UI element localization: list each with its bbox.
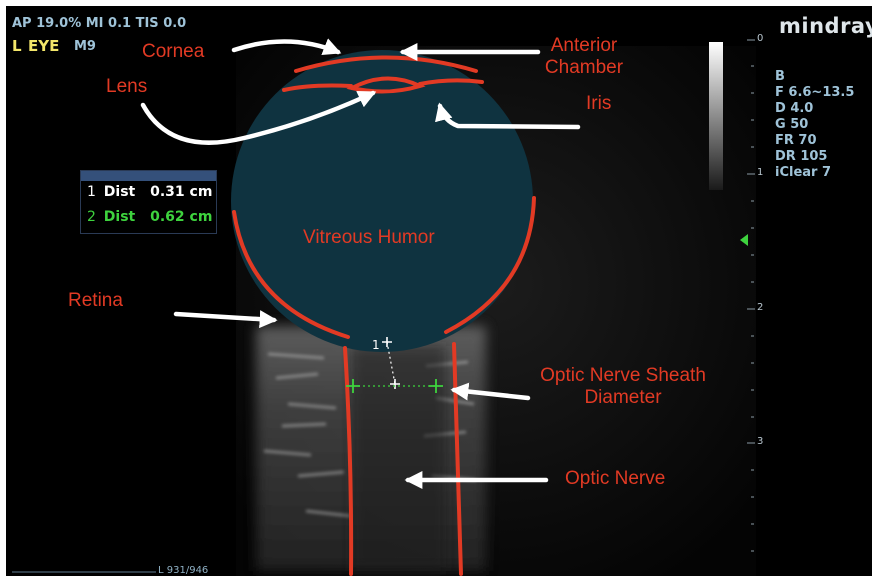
caliper-1-label: 1 [372,338,380,352]
param-frame-rate: FR 70 [775,133,854,149]
measurement-1-value: 0.31 cm [150,184,212,200]
measurement-panel-header [81,171,216,181]
measurement-2: 2 Dist 0.62 cm [87,209,212,225]
param-iclear: iClear 7 [775,165,854,181]
acoustic-output: AP 19.0% MI 0.1 TIS 0.0 [12,16,186,31]
globe-overlay [231,50,533,352]
preset-name: EYE [28,37,59,55]
label-cornea: Cornea [142,41,204,63]
param-frequency: F 6.6~13.5 [775,85,854,101]
grayscale-bar [709,42,723,190]
label-onsd-line2: Diameter [523,387,723,409]
preset-side: L [12,37,22,55]
label-anterior-chamber-line2: Chamber [538,57,630,79]
measurement-2-index: 2 [87,209,96,225]
label-lens: Lens [106,76,147,98]
label-anterior-chamber-line1: Anterior [538,35,630,57]
measurement-2-label: Dist [104,209,135,225]
label-anterior-chamber: Anterior Chamber [538,35,630,79]
ultrasound-display: AP 19.0% MI 0.1 TIS 0.0 L EYE M9 mindray… [6,6,872,576]
label-vitreous-humor: Vitreous Humor [303,227,435,249]
param-depth: D 4.0 [775,101,854,117]
depth-tick-1: 1 [757,167,763,178]
label-retina: Retina [68,290,123,312]
measurement-1: 1 Dist 0.31 cm [87,184,212,200]
frame-counter: L 931/946 [158,565,208,576]
imaging-parameters: B F 6.6~13.5 D 4.0 G 50 FR 70 DR 105 iCl… [775,69,854,181]
measurement-panel: 1 Dist 0.31 cm 2 Dist 0.62 cm [80,170,217,234]
param-gain: G 50 [775,117,854,133]
param-mode: B [775,69,854,85]
depth-tick-0: 0 [757,33,763,44]
measurement-2-value: 0.62 cm [150,209,212,225]
probe-name: M9 [74,39,96,54]
brand-logo: mindray [779,14,872,38]
depth-tick-2: 2 [757,302,763,313]
param-dynamic-range: DR 105 [775,149,854,165]
depth-tick-3: 3 [757,436,763,447]
measurement-1-label: Dist [104,184,135,200]
label-optic-nerve: Optic Nerve [565,468,665,490]
measurement-1-index: 1 [87,184,96,200]
label-optic-nerve-sheath-diameter: Optic Nerve Sheath Diameter [523,365,723,409]
orbital-tissue [256,326,486,571]
label-onsd-line1: Optic Nerve Sheath [523,365,723,387]
label-iris: Iris [586,93,611,115]
